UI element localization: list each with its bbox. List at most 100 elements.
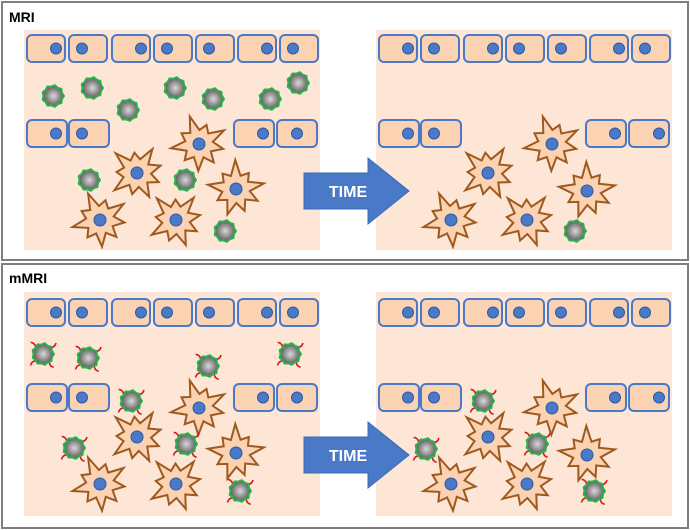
cell-nucleus <box>555 42 567 55</box>
particle-core <box>80 76 104 100</box>
cell-nucleus <box>261 306 273 319</box>
particle-core <box>471 389 495 413</box>
ligand <box>194 372 201 378</box>
cell-body <box>420 119 462 148</box>
time-arrow-label: TIME <box>329 448 368 465</box>
cell-body <box>378 34 418 63</box>
panel-label: mMRI <box>9 270 47 286</box>
cell-nucleus <box>50 306 62 319</box>
targeted-particle <box>412 436 440 464</box>
epithelial-cell <box>111 34 151 63</box>
epithelial-cell <box>420 298 460 327</box>
cell-nucleus <box>513 42 525 55</box>
epithelial-cell <box>420 34 460 63</box>
epithelial-cell <box>276 383 318 412</box>
epithelial-cell <box>195 34 235 63</box>
cell-body <box>628 383 670 412</box>
time-arrow: TIME <box>303 156 410 226</box>
macrophage-nucleus <box>229 182 243 196</box>
macrophage <box>69 454 128 514</box>
contrast-particle <box>563 219 587 243</box>
cell-nucleus <box>135 306 147 319</box>
cell-nucleus <box>428 306 440 319</box>
macrophage-nucleus <box>444 213 458 227</box>
particle-core <box>213 219 237 243</box>
cell-nucleus <box>402 42 414 55</box>
macrophage-nucleus <box>130 166 144 180</box>
particle-core <box>286 71 310 95</box>
epithelial-cell <box>26 119 68 148</box>
particle-core <box>31 342 55 366</box>
epithelial-cell <box>233 383 275 412</box>
macrophage <box>148 459 203 512</box>
particle-core <box>174 432 198 456</box>
cell-nucleus <box>203 306 215 319</box>
particle-core <box>278 342 302 366</box>
epithelial-cell <box>68 298 108 327</box>
epithelial-cell <box>195 298 235 327</box>
epithelial-cell <box>279 34 319 63</box>
cell-body <box>463 298 503 327</box>
macrophage-nucleus <box>169 213 183 227</box>
cell-nucleus <box>76 306 88 319</box>
cell-body <box>585 119 627 148</box>
ligand <box>523 450 530 456</box>
cell-nucleus <box>428 127 440 140</box>
cell-body <box>420 383 462 412</box>
particle-core <box>77 168 101 192</box>
epithelial-cell <box>153 34 193 63</box>
epithelial-cell <box>111 298 151 327</box>
cell-nucleus <box>609 391 621 404</box>
particle-core <box>163 76 187 100</box>
macrophage-nucleus <box>192 401 206 415</box>
ligand <box>412 455 419 461</box>
cell-nucleus <box>653 127 665 140</box>
ligand <box>74 364 81 370</box>
cell-nucleus <box>257 127 269 140</box>
epithelial-cell <box>68 119 110 148</box>
cell-body <box>26 298 66 327</box>
particle-core <box>41 84 65 108</box>
targeted-particle <box>469 388 497 416</box>
targeted-particle <box>580 478 608 506</box>
particle-core <box>76 346 100 370</box>
cell-body <box>233 383 275 412</box>
macrophage-nucleus <box>481 430 495 444</box>
cell-nucleus <box>428 42 440 55</box>
macrophage-nucleus <box>130 430 144 444</box>
cell-body <box>463 34 503 63</box>
targeted-particle <box>276 341 304 369</box>
particle-core <box>228 479 252 503</box>
contrast-particle <box>286 71 310 95</box>
cell-body <box>26 34 66 63</box>
particle-core <box>119 389 143 413</box>
macrophage <box>167 113 227 174</box>
panel-label: MRI <box>9 9 35 25</box>
cells-layer <box>26 298 671 514</box>
macrophage <box>111 146 163 200</box>
time-arrow-label: TIME <box>329 184 368 201</box>
particle-core <box>525 432 549 456</box>
epithelial-cell <box>153 298 193 327</box>
particle-core <box>173 168 197 192</box>
epithelial-cell <box>420 383 462 412</box>
epithelial-cell <box>26 298 66 327</box>
cells-layer <box>26 34 671 250</box>
contrast-particle <box>258 87 282 111</box>
epithelial-cell <box>420 119 462 148</box>
cell-nucleus <box>287 306 299 319</box>
ligand <box>117 407 124 413</box>
cell-body <box>378 383 420 412</box>
targeted-particle <box>29 341 57 369</box>
cell-body <box>589 298 629 327</box>
particle-core <box>563 219 587 243</box>
epithelial-cell <box>547 298 587 327</box>
cell-nucleus <box>161 42 173 55</box>
macrophage <box>520 113 580 174</box>
cell-nucleus <box>609 127 621 140</box>
epithelial-cell <box>279 298 319 327</box>
particle-core <box>258 87 282 111</box>
cell-body <box>233 119 275 148</box>
particle-core <box>582 479 606 503</box>
cell-nucleus <box>555 306 567 319</box>
